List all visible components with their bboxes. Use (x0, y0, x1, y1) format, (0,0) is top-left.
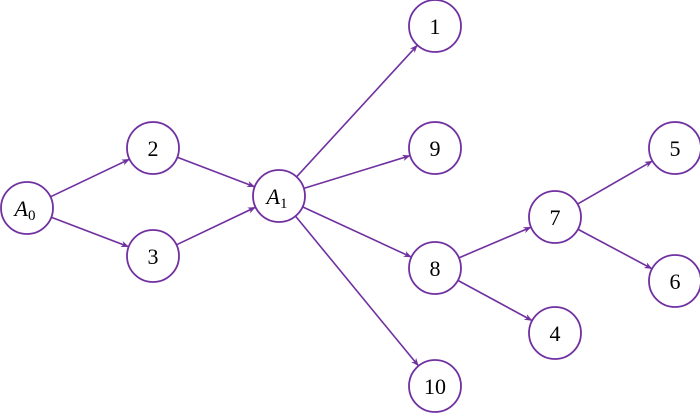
node-circle (252, 169, 306, 223)
node-6: 6 (648, 254, 700, 308)
node-circle (0, 181, 54, 235)
edge-7-to-5 (577, 160, 653, 205)
node-4: 4 (528, 306, 582, 360)
node-label: 5 (670, 136, 681, 161)
node-label: 2 (148, 136, 159, 161)
edge-A1-to-8 (302, 206, 412, 258)
node-label: 10 (424, 374, 446, 399)
node-circle (408, 241, 462, 295)
edge-A0-to-2 (50, 158, 130, 198)
node-circle (648, 254, 700, 308)
node-circle (126, 121, 180, 175)
node-circle (408, 359, 462, 413)
node-circle (408, 0, 462, 53)
node-3: 3 (126, 229, 180, 283)
node-A1: A1 (252, 169, 306, 223)
edge-A1-to-9 (303, 154, 411, 190)
node-1: 1 (408, 0, 462, 53)
edge-2-to-A1 (177, 156, 255, 188)
node-label: 7 (550, 205, 561, 230)
edge-8-to-7 (458, 226, 532, 259)
node-circle (408, 121, 462, 175)
node-9: 9 (408, 121, 462, 175)
node-label: 9 (430, 136, 441, 161)
edge-8-to-4 (457, 279, 533, 322)
edge-3-to-A1 (176, 206, 256, 246)
node-A0: A0 (0, 181, 54, 235)
node-circle (648, 121, 700, 175)
node-label: A1 (265, 184, 288, 212)
node-5: 5 (648, 121, 700, 175)
node-label: 8 (430, 256, 441, 281)
node-circle (528, 306, 582, 360)
edge-7-to-6 (577, 228, 653, 270)
node-label: A0 (13, 196, 36, 224)
node-8: 8 (408, 241, 462, 295)
node-label: 1 (430, 14, 441, 39)
node-10: 10 (408, 359, 462, 413)
node-label: 4 (550, 321, 561, 346)
node-label: 6 (670, 269, 681, 294)
node-label: 3 (148, 244, 159, 269)
node-circle (528, 190, 582, 244)
node-circle (126, 229, 180, 283)
node-2: 2 (126, 121, 180, 175)
edge-A0-to-3 (51, 216, 129, 248)
edge-A1-to-10 (294, 215, 419, 367)
edge-A1-to-1 (295, 44, 418, 178)
node-7: 7 (528, 190, 582, 244)
